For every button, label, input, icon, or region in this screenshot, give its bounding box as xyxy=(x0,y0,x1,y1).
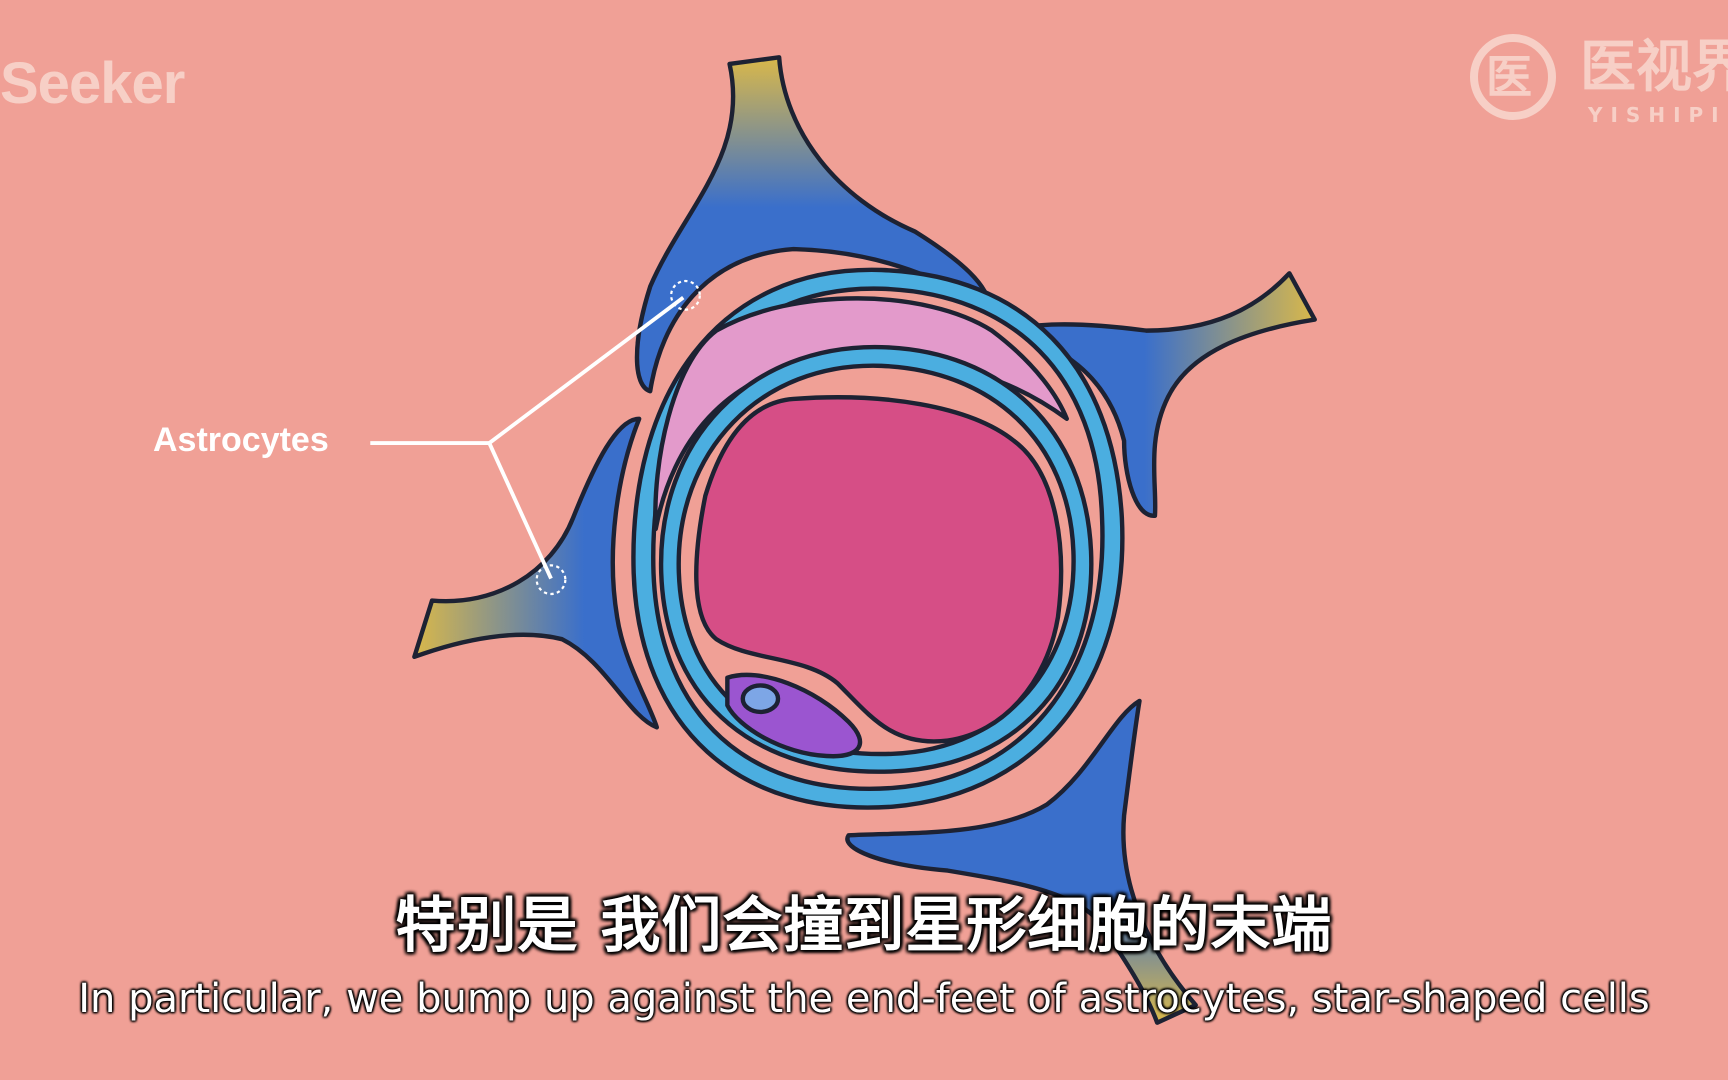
nucleus xyxy=(740,683,781,715)
subtitle-chinese: 特别是 我们会撞到星形细胞的末端 xyxy=(395,891,1333,961)
astrocytes-label: Astrocytes xyxy=(153,421,329,459)
label-pointer-upper xyxy=(488,296,685,445)
target-circle-upper xyxy=(670,279,701,311)
logo-mark: 医 xyxy=(1486,50,1532,104)
astrocyte-bottom xyxy=(845,698,1198,1025)
astrocyte-top xyxy=(634,55,992,394)
target-circle-lower xyxy=(535,564,567,596)
logo-name: 医视界 xyxy=(1580,35,1728,100)
logo-circle-icon xyxy=(1470,34,1556,120)
red-blood-cell xyxy=(694,395,1064,744)
astrocyte-right xyxy=(1002,271,1317,518)
yishi-logo: 医 医视界 YISHIPIN xyxy=(1470,34,1728,134)
astrocyte-left xyxy=(412,416,660,730)
logo-latin: YISHIPIN xyxy=(1588,103,1728,127)
seeker-logo: Seeker xyxy=(0,51,185,116)
label-pointer-lower xyxy=(487,442,553,580)
subtitle-english: In particular, we bump up against the en… xyxy=(78,976,1650,1022)
